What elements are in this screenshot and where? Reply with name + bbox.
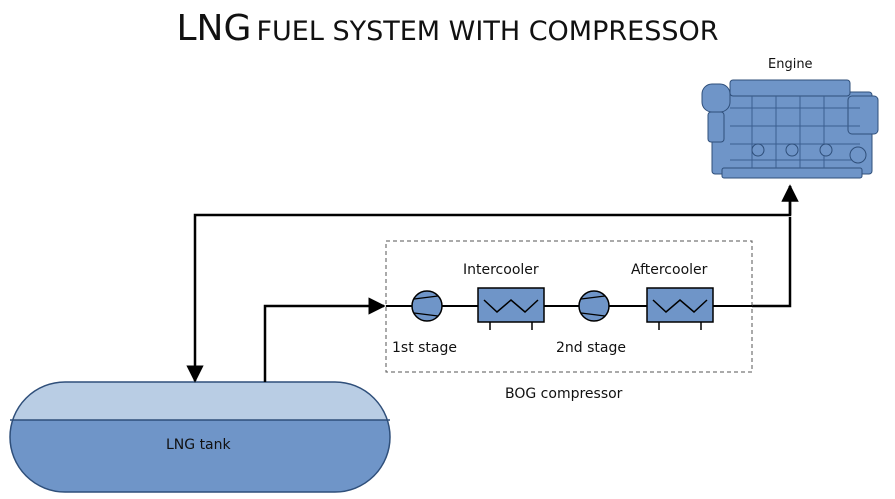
first-stage-label: 1st stage: [392, 340, 458, 356]
bog-compressor-box: [385, 240, 753, 373]
aftercooler-label: Aftercooler: [631, 262, 708, 278]
second-stage-compressor: [578, 290, 610, 322]
aftercooler: [646, 287, 714, 330]
compressor-outlet-pipe: [752, 217, 792, 308]
title-rest: FUEL SYSTEM WITH COMPRESSOR: [256, 16, 719, 47]
engine-label: Engine: [768, 57, 813, 72]
title-prefix: LNG: [176, 8, 252, 49]
lng-tank-label: LNG tank: [166, 437, 231, 453]
intercooler-label: Intercooler: [463, 262, 539, 278]
page-title: LNG FUEL SYSTEM WITH COMPRESSOR: [0, 8, 895, 49]
first-stage-compressor: [411, 290, 443, 322]
boil-off-gas-pipe: [263, 297, 386, 382]
lng-tank: [9, 381, 391, 493]
return-pipe: [186, 186, 792, 383]
second-stage-label: 2nd stage: [556, 340, 626, 356]
intercooler: [477, 287, 545, 330]
engine-icon: [701, 79, 879, 179]
bog-compressor-label: BOG compressor: [505, 386, 623, 402]
